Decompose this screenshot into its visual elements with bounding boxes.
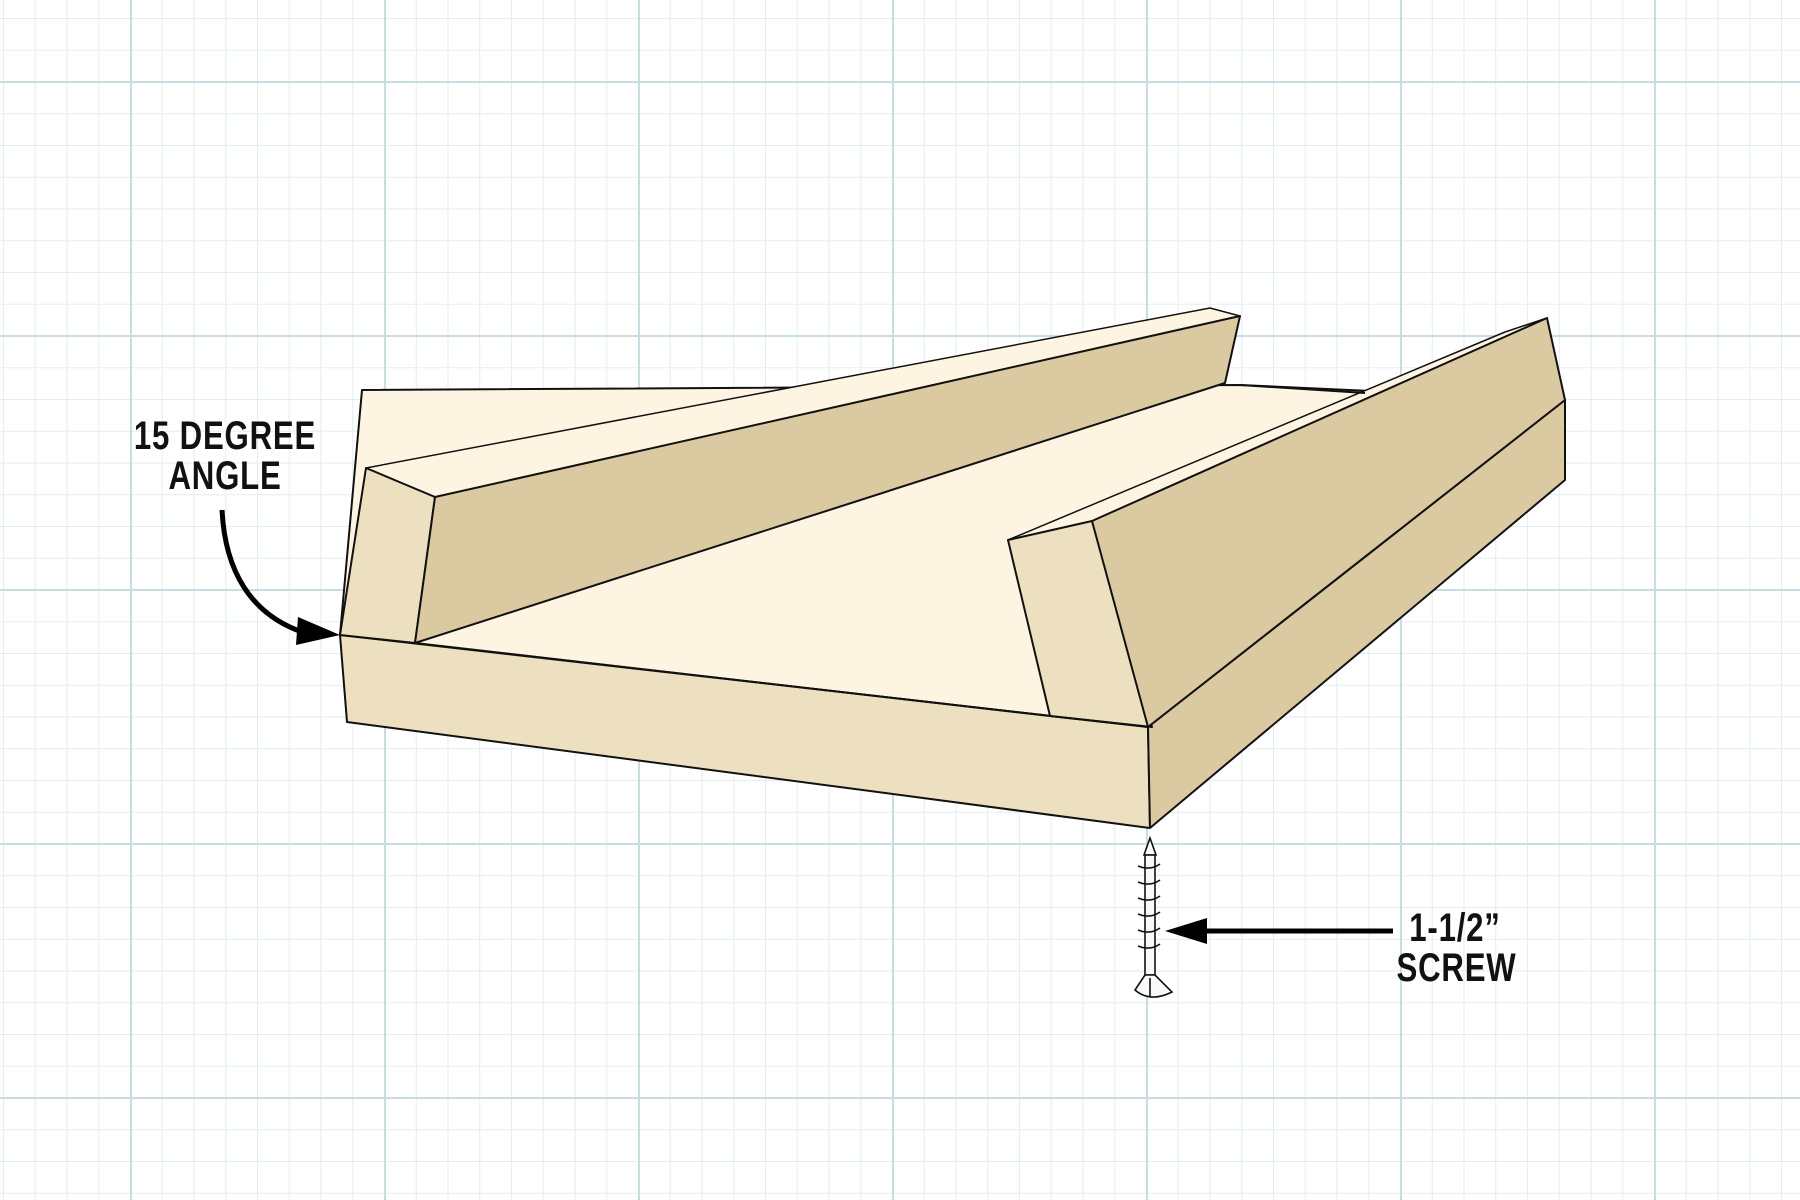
angle-callout-arrow bbox=[219, 509, 340, 645]
screw-icon bbox=[1133, 835, 1174, 998]
angle-callout-label: 15 DEGREE ANGLE bbox=[133, 414, 317, 498]
screw-callout-arrow bbox=[1165, 918, 1393, 944]
right-fence bbox=[1007, 317, 1566, 728]
right-fence-end bbox=[1007, 520, 1153, 728]
arrowhead-icon bbox=[1165, 918, 1207, 944]
left-fence-inner-face bbox=[414, 315, 1241, 644]
right-fence-outer-face bbox=[1091, 317, 1566, 728]
arrowhead-icon bbox=[296, 617, 340, 645]
screw-callout-label: 1-1/2” SCREW bbox=[1396, 906, 1517, 990]
left-fence bbox=[339, 307, 1241, 644]
